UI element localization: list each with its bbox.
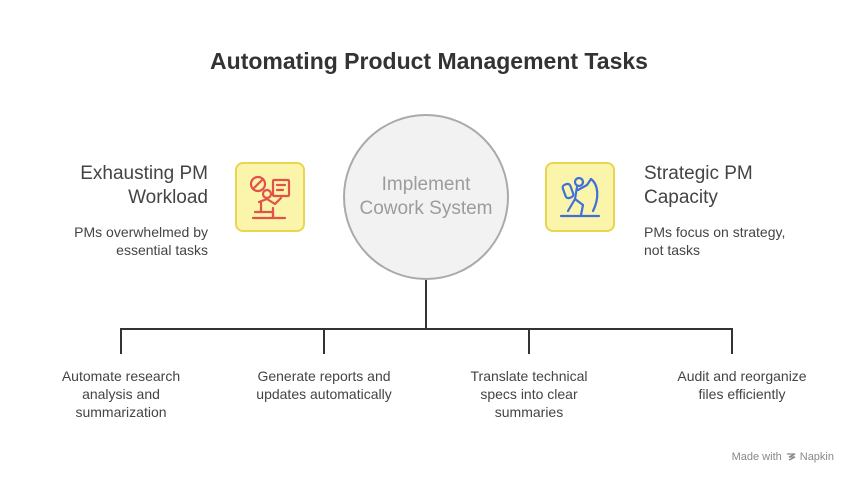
center-label: Implement Cowork System (356, 173, 496, 221)
branch-1-line-2: analysis and (82, 386, 160, 402)
overwhelmed-person-icon (249, 175, 291, 220)
left-heading-line-1: Exhausting PM (80, 163, 208, 184)
right-heading-line-2: Capacity (644, 187, 718, 208)
overwhelmed-person-icon-box (235, 162, 305, 232)
branch-label-reports: Generate reports and updates automatical… (244, 367, 404, 403)
right-desc-line-1: PMs focus on strategy, (644, 224, 786, 240)
center-label-line-2: Cowork System (359, 198, 493, 219)
branch-3-line-1: Translate technical (470, 368, 588, 384)
branch-label-research: Automate research analysis and summariza… (41, 367, 201, 421)
left-heading: Exhausting PM Workload (80, 162, 208, 210)
left-desc-line-1: PMs overwhelmed by (74, 224, 208, 240)
center-label-line-1: Implement (381, 174, 471, 195)
branch-4-line-2: files efficiently (698, 386, 786, 402)
branch-1-line-3: summarization (75, 404, 167, 420)
branch-1-line-1: Automate research (61, 368, 181, 384)
page-title: Automating Product Management Tasks (210, 48, 648, 74)
branch-2-line-1: Generate reports and (257, 368, 391, 384)
right-heading: Strategic PM Capacity (644, 162, 753, 210)
left-description: PMs overwhelmed by essential tasks (74, 223, 208, 259)
branch-label-files: Audit and reorganize files efficiently (662, 367, 822, 403)
made-with-napkin[interactable]: Made with Napkin (732, 451, 834, 463)
branch-3-line-2: specs into clear (480, 386, 578, 402)
napkin-brand: Napkin (799, 451, 834, 463)
right-heading-line-1: Strategic PM (644, 163, 753, 184)
right-description: PMs focus on strategy, not tasks (644, 223, 785, 259)
napkin-logo-icon (786, 453, 796, 461)
climber-icon-box (545, 162, 615, 232)
branch-label-specs: Translate technical specs into clear sum… (449, 367, 609, 421)
climber-icon (559, 176, 601, 218)
left-desc-line-2: essential tasks (116, 242, 208, 258)
right-desc-line-2: not tasks (644, 242, 701, 258)
branch-4-line-1: Audit and reorganize (677, 368, 807, 384)
branch-2-line-2: updates automatically (256, 386, 392, 402)
implement-cowork-circle: Implement Cowork System (343, 114, 509, 280)
left-heading-line-2: Workload (128, 187, 208, 208)
made-with-label: Made with (731, 451, 782, 463)
branch-3-line-3: summaries (494, 404, 564, 420)
